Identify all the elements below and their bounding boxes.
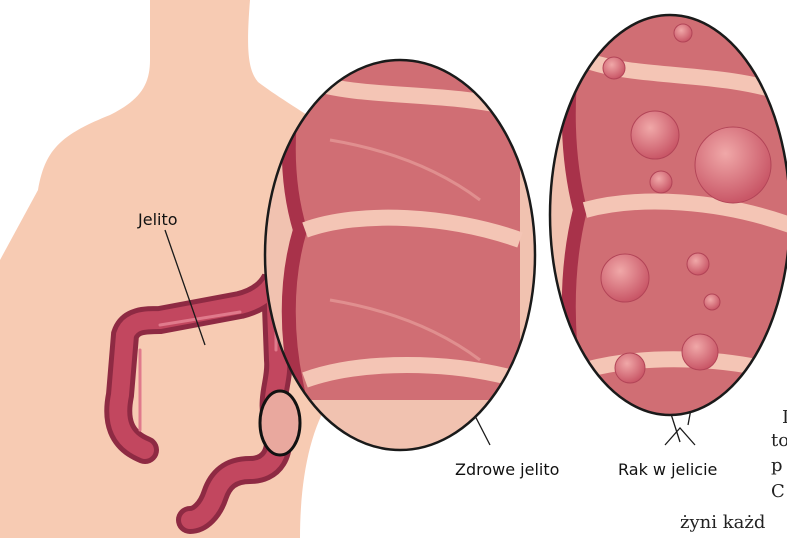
healthy-intestine-magnified <box>265 60 535 450</box>
cut-text-line-2: to <box>771 430 787 451</box>
label-healthy-intestine: Zdrowe jelito <box>455 460 559 479</box>
cut-text-line-3: p <box>771 455 783 476</box>
label-cancer-intestine: Rak w jelicie <box>618 460 717 479</box>
cancer-intestine-magnified <box>550 15 787 415</box>
colon-highlight-ellipse <box>260 391 300 455</box>
label-intestine: Jelito <box>138 210 178 229</box>
cut-text-line-5: żyni każd <box>680 512 765 533</box>
cut-text-line-1: I <box>782 407 787 428</box>
cut-text-line-4: C <box>771 481 785 502</box>
